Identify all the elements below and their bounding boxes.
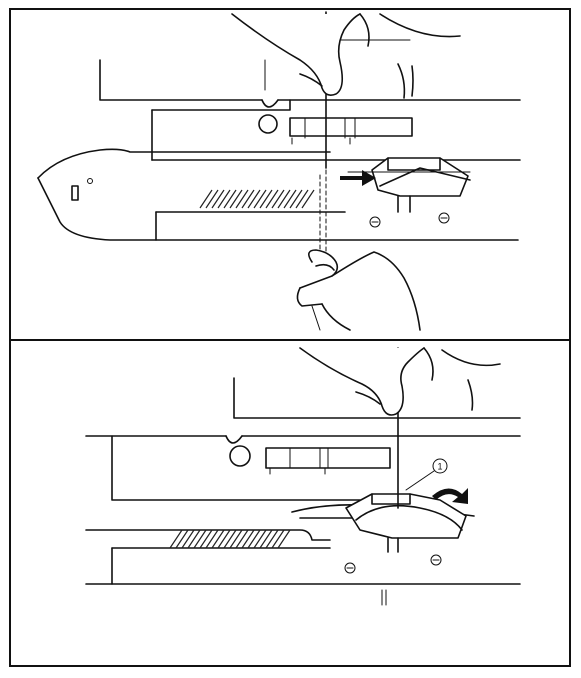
direction-arrow-curved: [432, 488, 468, 504]
top-panel: [37, 11, 521, 331]
callout-marker-1: 1: [405, 458, 448, 491]
upper-hand-2: [299, 347, 501, 416]
upper-hand: [231, 13, 461, 99]
bobbin-case-threaded: [291, 493, 475, 574]
bobbin-case-mechanism: [347, 157, 471, 228]
feed-plate-hatching: [199, 189, 315, 209]
direction-arrow-right: [340, 170, 376, 186]
callout-label: 1: [438, 462, 443, 472]
feed-plate-hatching-2: [169, 529, 291, 549]
bottom-panel: 1: [85, 347, 521, 606]
lower-hand: [296, 249, 421, 331]
